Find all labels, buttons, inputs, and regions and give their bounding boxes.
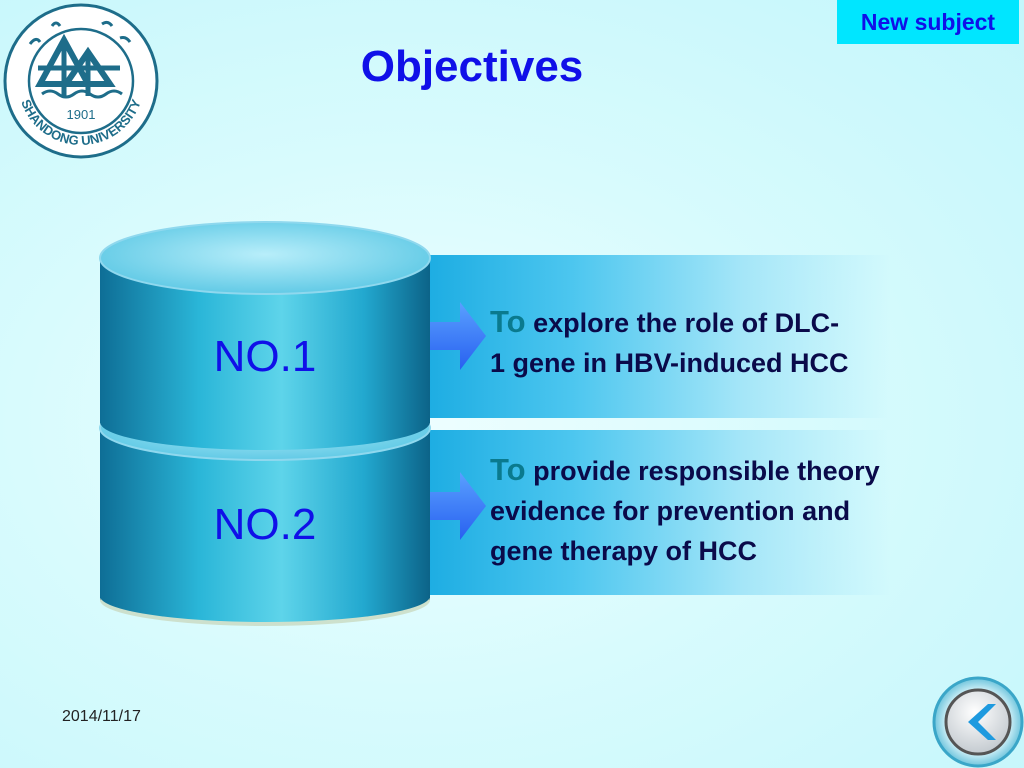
objective-1-line1: explore the role of DLC- <box>533 308 840 338</box>
svg-text:1901: 1901 <box>67 107 96 122</box>
arrow-right-icon <box>430 472 486 540</box>
arrow-right-icon <box>430 302 486 370</box>
back-button[interactable] <box>930 676 1024 768</box>
objective-band-2 <box>400 430 890 595</box>
page-title: Objectives <box>360 42 584 91</box>
chevron-left-icon <box>968 704 996 740</box>
objective-2-lead: To <box>490 452 526 487</box>
objective-2-text: To provide responsible theory evidence f… <box>490 450 1000 571</box>
slide-date: 2014/11/17 <box>62 708 141 725</box>
objective-1-number: NO.1 <box>213 332 317 381</box>
objective-1-text: To explore the role of DLC- 1 gene in HB… <box>490 302 960 383</box>
cylinder-stack <box>99 221 431 626</box>
objective-2-line2: evidence for prevention and <box>490 496 851 526</box>
objective-2-line3: gene therapy of HCC <box>490 536 758 566</box>
objective-2-number: NO.2 <box>213 500 317 549</box>
shandong-university-logo: 1901 SHANDONG UNIVERSITY <box>3 3 159 159</box>
new-subject-button[interactable]: New subject <box>837 0 1019 44</box>
objective-2-line1: provide responsible theory <box>533 456 880 486</box>
objective-1-lead: To <box>490 304 526 339</box>
objective-1-line2: 1 gene in HBV-induced HCC <box>490 348 849 378</box>
